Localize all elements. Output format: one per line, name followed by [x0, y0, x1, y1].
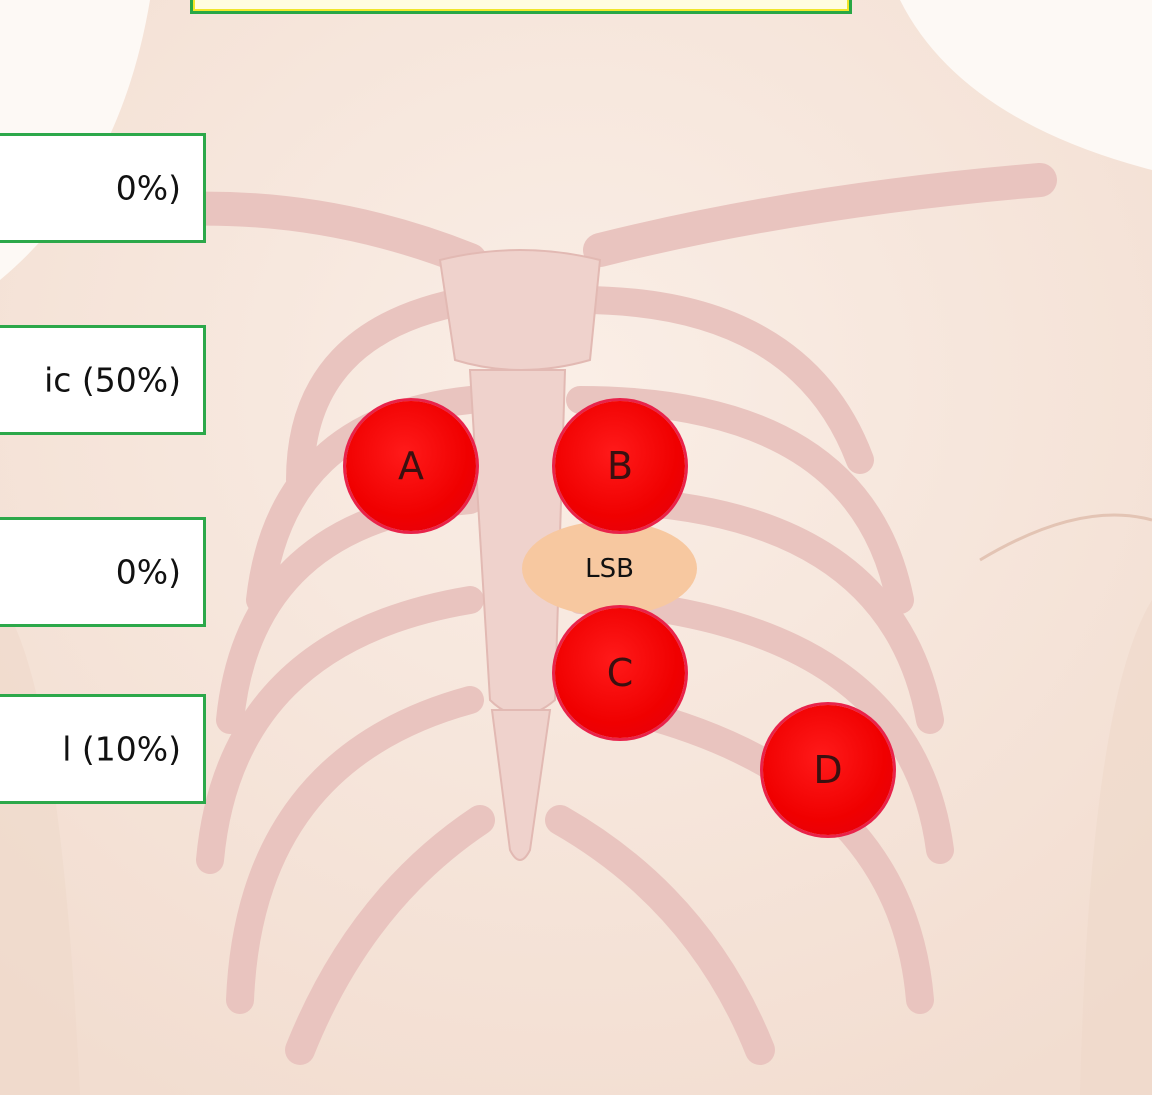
answer-option-b-label: ic (50%) — [44, 361, 181, 400]
auscultation-point-d-label: D — [813, 748, 842, 792]
auscultation-point-b[interactable]: B — [555, 401, 685, 531]
answer-option-b[interactable]: ic (50%) — [0, 325, 206, 435]
answer-option-c[interactable]: 0%) — [0, 517, 206, 627]
lsb-label: LSB — [585, 554, 634, 584]
lsb-landmark: LSB — [522, 521, 697, 616]
answer-option-d[interactable]: l (10%) — [0, 694, 206, 804]
answer-option-a[interactable]: 0%) — [0, 133, 206, 243]
answer-option-a-label: 0%) — [116, 169, 181, 208]
answer-option-c-label: 0%) — [116, 553, 181, 592]
auscultation-point-c-label: C — [607, 651, 634, 695]
auscultation-point-c[interactable]: C — [555, 608, 685, 738]
auscultation-point-d[interactable]: D — [763, 705, 893, 835]
auscultation-point-a[interactable]: A — [346, 401, 476, 531]
answer-option-d-label: l (10%) — [62, 730, 181, 769]
auscultation-point-a-label: A — [398, 444, 424, 488]
auscultation-point-b-label: B — [607, 444, 633, 488]
question-title-box — [190, 0, 852, 14]
